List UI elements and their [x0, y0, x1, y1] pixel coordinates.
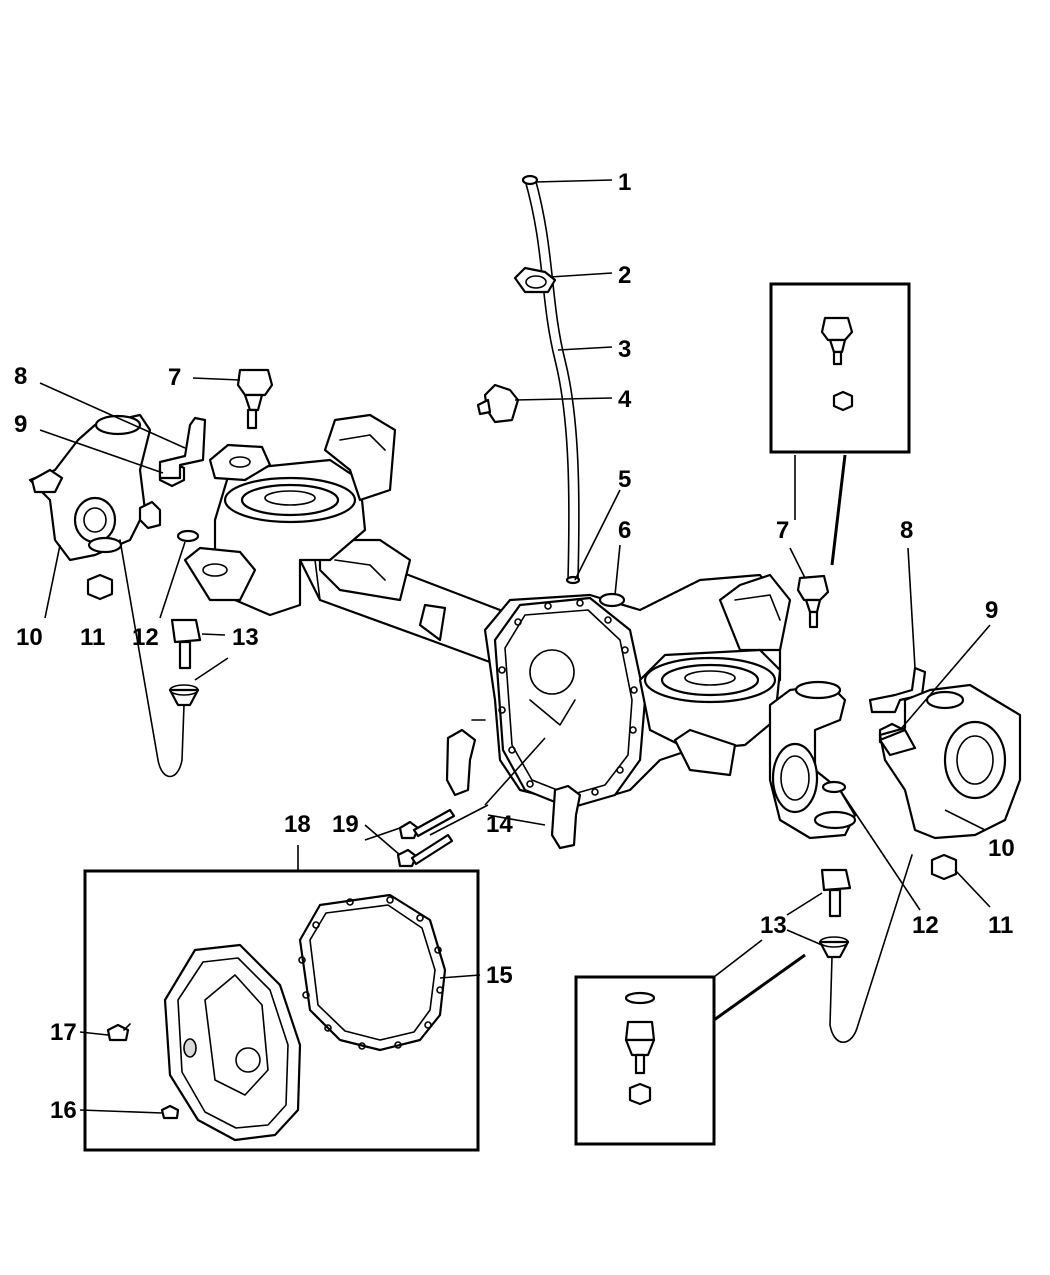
callout-9-left: 9	[14, 411, 27, 438]
callout-13-right: 13	[760, 912, 787, 939]
bolt-19-upper	[396, 833, 454, 868]
kit-box-18	[83, 869, 480, 1152]
bracket-14-lower	[550, 784, 582, 850]
left-loop-line	[119, 539, 185, 778]
right-seal	[821, 780, 847, 794]
callouts: 1 2 3 4 5 6 7 7 8 8 9 9 10 10 11 11 12 1…	[14, 169, 1015, 1124]
callout-10-right: 10	[988, 835, 1015, 862]
right-bracket	[868, 666, 927, 714]
callout-8-right: 8	[900, 517, 913, 544]
left-seal	[176, 529, 200, 543]
callout-12-left: 12	[132, 624, 159, 651]
axle-housing	[183, 413, 792, 810]
right-loop-line	[829, 854, 913, 1043]
callout-11-right: 11	[988, 912, 1013, 939]
callout-11-left: 11	[80, 624, 105, 651]
callout-15: 15	[486, 962, 513, 989]
callout-17: 17	[50, 1019, 77, 1046]
leader-lines	[39, 179, 991, 1114]
callout-1: 1	[618, 169, 631, 196]
callout-9-right: 9	[985, 597, 998, 624]
bolt-19-lower	[398, 808, 456, 840]
callout-5: 5	[618, 466, 631, 493]
right-lower-ball-joint	[818, 868, 852, 959]
callout-12-right: 12	[912, 912, 939, 939]
hose-clip	[513, 266, 557, 294]
left-steering-knuckle	[28, 413, 207, 562]
callout-14: 14	[486, 811, 513, 838]
callout-7-left: 7	[168, 364, 181, 391]
left-ball-joint-upper	[236, 368, 274, 430]
callout-4: 4	[618, 386, 632, 413]
callout-2: 2	[618, 262, 631, 289]
right-nut-11	[930, 853, 958, 881]
left-lower-ball-joint	[168, 618, 202, 707]
right-ball-joint-upper	[796, 574, 830, 629]
callout-10-left: 10	[16, 624, 43, 651]
vent-fitting	[476, 383, 520, 424]
vent-hose	[521, 174, 581, 585]
right-steering-knuckle-installed	[768, 680, 857, 840]
bracket-14-upper	[445, 719, 486, 797]
callout-13-left: 13	[232, 624, 259, 651]
kit-box-7	[769, 282, 911, 454]
callout-19: 19	[332, 811, 359, 838]
kit-box-13	[574, 975, 716, 1146]
callout-6: 6	[618, 517, 631, 544]
left-nut	[86, 573, 114, 601]
callout-8-left: 8	[14, 363, 27, 390]
callout-18: 18	[284, 811, 311, 838]
right-steering-knuckle	[878, 683, 1022, 840]
callout-16: 16	[50, 1097, 77, 1124]
callout-7-right: 7	[776, 517, 789, 544]
callout-3: 3	[618, 336, 631, 363]
